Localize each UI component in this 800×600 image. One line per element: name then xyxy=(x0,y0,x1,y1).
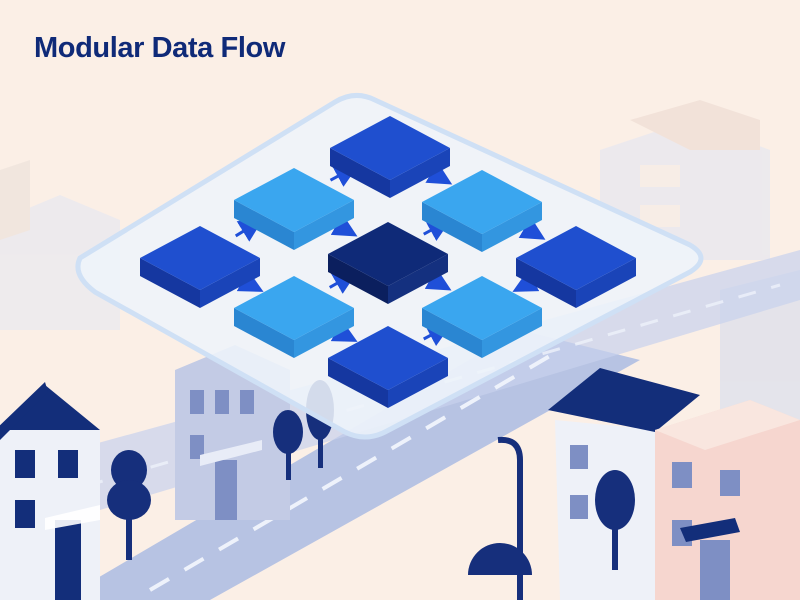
module-right xyxy=(516,226,636,308)
module-upper-right xyxy=(422,170,542,252)
module-lower-left xyxy=(234,276,354,358)
street-lamp xyxy=(468,436,532,600)
tree-left xyxy=(107,450,151,560)
tree-mid-1 xyxy=(273,410,303,480)
building-right-pink xyxy=(655,400,800,600)
building-left-front xyxy=(0,382,100,600)
module-top xyxy=(330,116,450,198)
module-lower-right xyxy=(422,276,542,358)
module-upper-left xyxy=(234,168,354,250)
modules-grid xyxy=(140,116,636,408)
module-center xyxy=(328,222,448,304)
building-left-back xyxy=(175,345,290,520)
page-title: Modular Data Flow xyxy=(34,32,285,64)
module-left xyxy=(140,226,260,308)
module-bottom xyxy=(328,326,448,408)
tree-right xyxy=(595,470,635,570)
